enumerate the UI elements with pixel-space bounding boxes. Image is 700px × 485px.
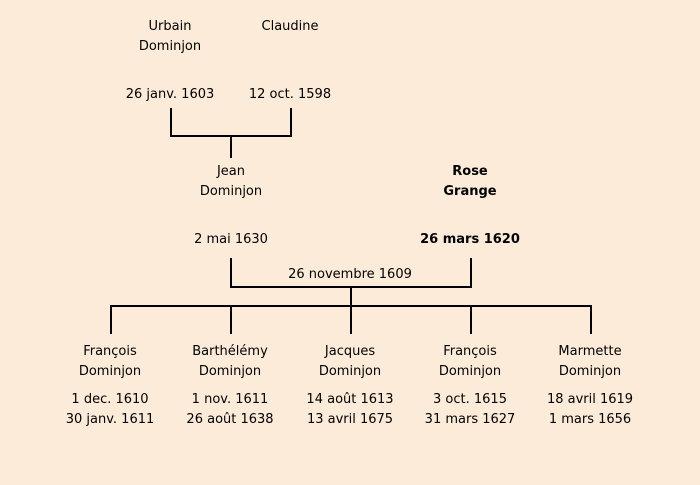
- first-name: Claudine: [261, 19, 319, 34]
- first-name: Urbain: [148, 19, 192, 34]
- mother-date: 26 mars 1620: [420, 232, 520, 247]
- person-grandmother: Claudine: [220, 17, 360, 37]
- birth-date: 18 avril 1619: [546, 392, 634, 407]
- birth-date: 14 août 1613: [306, 392, 394, 407]
- child-5: Marmette Dominjon: [520, 342, 660, 382]
- person-grandfather: Urbain Dominjon: [100, 17, 240, 57]
- death-date: 26 août 1638: [186, 412, 274, 427]
- death-date: 13 avril 1675: [306, 412, 394, 427]
- death-date: 1 mars 1656: [548, 412, 632, 427]
- child-4-dates: 3 oct. 1615 31 mars 1627: [400, 390, 540, 430]
- first-name: Marmette: [558, 344, 622, 359]
- person-father: Jean Dominjon: [161, 162, 301, 202]
- child-3: Jacques Dominjon: [280, 342, 420, 382]
- birth-date: 3 oct. 1615: [433, 392, 507, 407]
- last-name: Dominjon: [198, 364, 262, 379]
- child-2: Barthélémy Dominjon: [160, 342, 300, 382]
- grandfather-date: 26 janv. 1603: [125, 87, 215, 102]
- grandmother-date: 12 oct. 1598: [248, 87, 332, 102]
- last-name: Dominjon: [78, 364, 142, 379]
- first-name: Jean: [216, 164, 246, 179]
- father-date: 2 mai 1630: [194, 232, 268, 247]
- child-1-dates: 1 dec. 1610 30 janv. 1611: [40, 390, 180, 430]
- death-date: 31 mars 1627: [424, 412, 516, 427]
- last-name: Dominjon: [438, 364, 502, 379]
- child-2-dates: 1 nov. 1611 26 août 1638: [160, 390, 300, 430]
- child-4: François Dominjon: [400, 342, 540, 382]
- last-name: Dominjon: [138, 39, 202, 54]
- first-name: Barthélémy: [192, 344, 268, 359]
- last-name: Dominjon: [318, 364, 382, 379]
- first-name: François: [443, 344, 497, 359]
- death-date: 30 janv. 1611: [65, 412, 155, 427]
- child-5-dates: 18 avril 1619 1 mars 1656: [520, 390, 660, 430]
- last-name: Grange: [443, 184, 497, 199]
- birth-date: 1 dec. 1610: [71, 392, 149, 407]
- child-1: François Dominjon: [40, 342, 180, 382]
- child-3-dates: 14 août 1613 13 avril 1675: [280, 390, 420, 430]
- first-name: Rose: [452, 164, 488, 179]
- first-name: François: [83, 344, 137, 359]
- marriage-date: 26 novembre 1609: [288, 267, 412, 282]
- first-name: Jacques: [324, 344, 376, 359]
- person-mother: Rose Grange: [400, 162, 540, 202]
- last-name: Dominjon: [558, 364, 622, 379]
- last-name: Dominjon: [199, 184, 263, 199]
- birth-date: 1 nov. 1611: [191, 392, 269, 407]
